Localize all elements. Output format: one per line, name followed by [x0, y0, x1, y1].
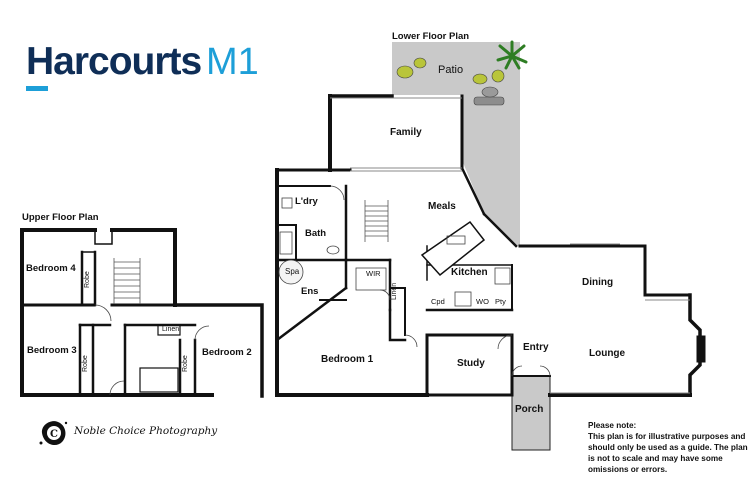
- room-robe-b2: Robe: [182, 355, 189, 372]
- room-family: Family: [390, 127, 422, 138]
- room-robe-b4: Robe: [84, 271, 91, 288]
- room-pantry: Pty: [495, 297, 506, 306]
- room-bath-lower: Bath: [305, 228, 327, 239]
- disclaimer-note: Please note: This plan is for illustrati…: [588, 420, 748, 475]
- photographer-logo-icon: C: [39, 421, 68, 445]
- room-cupboard: Cpd: [431, 297, 445, 306]
- room-porch: Porch: [515, 404, 544, 415]
- lower-floor-heading: Lower Floor Plan: [392, 31, 470, 42]
- room-kitchen: Kitchen: [451, 267, 488, 278]
- logo-office: M1: [206, 41, 259, 83]
- room-ensuite: Ens: [301, 286, 319, 297]
- logo-accent-bar: [26, 86, 48, 91]
- room-linen-upper: Linen: [162, 326, 180, 333]
- room-dining: Dining: [582, 277, 614, 288]
- upper-floor-heading: Upper Floor Plan: [22, 212, 99, 223]
- photographer-name: Noble Choice Photography: [74, 425, 218, 437]
- logo-name: Harcourts: [26, 40, 202, 83]
- upper-doors: [94, 304, 210, 396]
- lower-doors: [329, 185, 551, 377]
- svg-text:C: C: [50, 429, 58, 440]
- room-entry: Entry: [523, 342, 549, 353]
- room-bedroom-1: Bedroom 1: [321, 354, 374, 365]
- lower-floor-walls: [275, 94, 706, 397]
- fixtures: [278, 197, 511, 307]
- room-wir: WIR: [366, 269, 381, 278]
- lower-stairs: [364, 200, 389, 242]
- room-laundry: L'dry: [295, 196, 318, 207]
- upper-floor-walls: [20, 228, 264, 398]
- upper-stairs: [113, 258, 141, 304]
- room-patio: Patio: [438, 64, 464, 76]
- palm-tree-icon: [496, 40, 528, 70]
- room-meals: Meals: [428, 201, 456, 212]
- note-body: This plan is for illustrative purposes a…: [588, 432, 748, 474]
- room-lounge: Lounge: [589, 348, 626, 359]
- room-study: Study: [457, 358, 485, 369]
- room-bedroom-4: Bedroom 4: [26, 263, 76, 274]
- patio-furniture-icon: [396, 57, 505, 106]
- room-wall-oven: WO: [476, 297, 489, 306]
- window-lines: [330, 97, 690, 394]
- room-linen-lower: Linen: [391, 282, 398, 300]
- room-bedroom-3: Bedroom 3: [27, 345, 77, 356]
- room-spa: Spa: [285, 267, 300, 276]
- photographer-credit: C Noble Choice Photography: [38, 418, 217, 448]
- room-bedroom-2: Bedroom 2: [202, 347, 252, 358]
- room-robe-b3: Robe: [82, 355, 89, 372]
- note-title: Please note:: [588, 421, 637, 430]
